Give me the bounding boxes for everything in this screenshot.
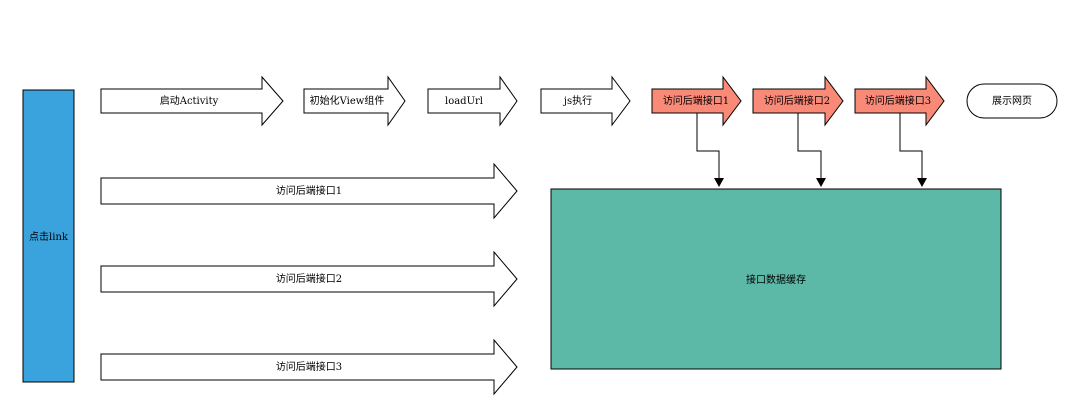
prefetch-label-api-1: 访问后端接口1 (276, 184, 342, 197)
flow-arrow-js-exec: js执行 (540, 75, 631, 127)
flow-arrow-load-url: loadUrl (427, 75, 518, 127)
flow-label-load-url: loadUrl (445, 96, 483, 107)
flow-label-call-api-2: 访问后端接口2 (764, 94, 830, 107)
connector-api-1-to-cache (696, 113, 724, 187)
prefetch-arrow-api-1: 访问后端接口1 (100, 162, 518, 220)
prefetch-arrow-api-3: 访问后端接口3 (100, 338, 518, 396)
data-cache-box: 接口数据缓存 (550, 188, 1002, 370)
connector-api-2-to-cache (797, 113, 826, 187)
click-link-label: 点击link (29, 231, 69, 243)
click-link-box: 点击link (22, 89, 75, 383)
flow-arrow-call-api-1: 访问后端接口1 (651, 75, 742, 127)
show-page-label: 展示网页 (992, 95, 1032, 107)
flow-label-start-activity: 启动Activity (160, 94, 219, 107)
flow-label-js-exec: js执行 (563, 94, 592, 107)
connector-api-3-to-cache (899, 113, 927, 187)
flow-label-init-view: 初始化View组件 (310, 94, 385, 107)
flow-arrow-init-view: 初始化View组件 (303, 75, 406, 127)
flow-arrow-call-api-3: 访问后端接口3 (854, 75, 945, 127)
flow-arrow-call-api-2: 访问后端接口2 (752, 75, 844, 127)
flow-label-call-api-1: 访问后端接口1 (663, 94, 729, 107)
flow-label-call-api-3: 访问后端接口3 (865, 94, 931, 107)
data-cache-label: 接口数据缓存 (746, 273, 806, 286)
prefetch-label-api-3: 访问后端接口3 (276, 360, 342, 373)
flow-arrow-start-activity: 启动Activity (100, 75, 284, 127)
prefetch-label-api-2: 访问后端接口2 (276, 272, 342, 285)
show-page-terminal: 展示网页 (966, 83, 1058, 119)
prefetch-arrow-api-2: 访问后端接口2 (100, 250, 518, 308)
